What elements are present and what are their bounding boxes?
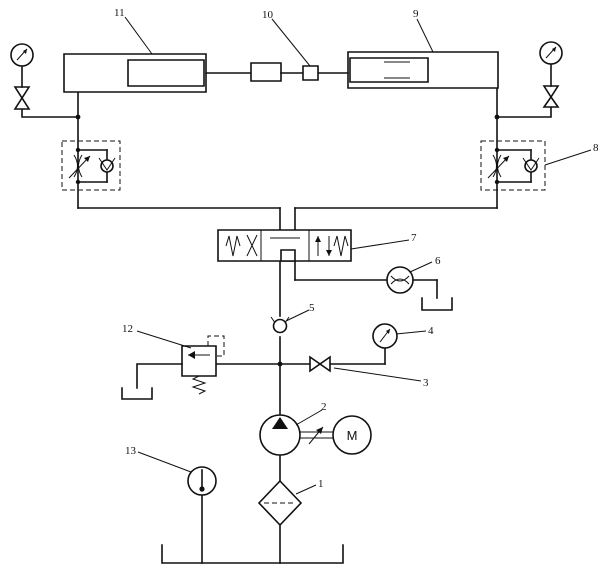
callout-13: 13 bbox=[125, 445, 137, 457]
hydraulic-cylinder-11 bbox=[64, 54, 251, 92]
directional-valve-7 bbox=[218, 230, 351, 261]
oil-tank bbox=[162, 545, 343, 563]
right-pressure-gauge bbox=[539, 41, 563, 65]
check-valve-5 bbox=[271, 317, 289, 333]
callout-6: 6 bbox=[435, 255, 441, 267]
pump-motor-shaft bbox=[300, 432, 333, 438]
variable-pump-2 bbox=[260, 415, 323, 455]
load-coupling-10 bbox=[251, 63, 318, 81]
throttle-check-valve-left bbox=[62, 141, 120, 190]
relief-valve-12 bbox=[122, 336, 224, 399]
callout-5: 5 bbox=[309, 302, 315, 314]
gauge-branch-line bbox=[280, 349, 385, 364]
callout-8: 8 bbox=[593, 142, 599, 154]
electric-motor: M bbox=[333, 416, 371, 454]
callout-3: 3 bbox=[423, 377, 429, 389]
callout-labels: 1 2 3 4 5 6 7 8 9 10 11 12 13 bbox=[114, 7, 599, 490]
callout-11: 11 bbox=[114, 7, 125, 19]
left-pressure-gauge bbox=[10, 43, 34, 67]
work-lines bbox=[78, 88, 497, 230]
throttle-check-valve-8 bbox=[481, 141, 545, 190]
callout-4: 4 bbox=[428, 325, 434, 337]
thermometer-13 bbox=[188, 467, 216, 563]
pressure-gauge-4 bbox=[373, 324, 397, 348]
callout-1: 1 bbox=[318, 478, 324, 490]
callout-7: 7 bbox=[411, 232, 417, 244]
callout-12: 12 bbox=[122, 323, 133, 335]
hydraulic-cylinder-9 bbox=[318, 52, 498, 88]
return-tank bbox=[422, 298, 452, 310]
callout-leaders bbox=[125, 17, 591, 494]
right-gauge-branch bbox=[497, 64, 558, 117]
left-gauge-branch bbox=[15, 66, 78, 117]
return-line bbox=[295, 261, 437, 298]
filter-1 bbox=[259, 481, 301, 525]
callout-9: 9 bbox=[413, 8, 419, 20]
shutoff-valve-3 bbox=[310, 357, 330, 371]
motor-label: M bbox=[347, 428, 358, 443]
callout-10: 10 bbox=[262, 9, 274, 21]
flow-meter-6 bbox=[387, 267, 413, 293]
callout-2: 2 bbox=[321, 401, 327, 413]
